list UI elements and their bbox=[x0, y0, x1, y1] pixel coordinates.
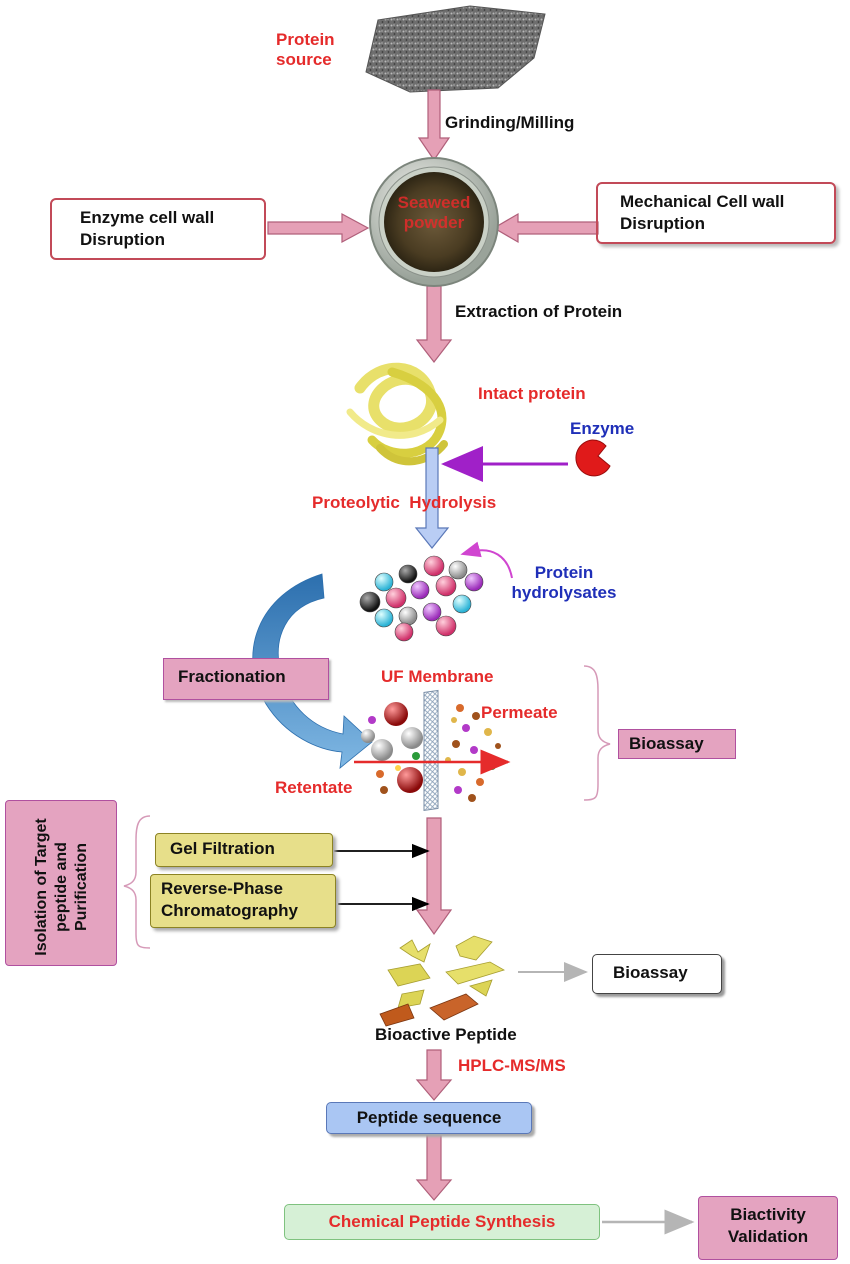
arrow-proteolytic-hydrolysis bbox=[414, 447, 450, 549]
protein-source-rock-image bbox=[365, 5, 546, 93]
isolation-bracket bbox=[123, 815, 151, 949]
arrow-to-synthesis bbox=[415, 1133, 453, 1201]
peptide-sequence-box: Peptide sequence bbox=[326, 1102, 532, 1134]
uf-membrane-label: UF Membrane bbox=[381, 667, 494, 686]
proteolytic-hydrolysis-label: Proteolytic Hydrolysis bbox=[312, 493, 497, 512]
grinding-label: Grinding/Milling bbox=[445, 113, 575, 132]
hydrolysates-pointer bbox=[460, 541, 513, 579]
intact-protein-label: Intact protein bbox=[478, 384, 586, 403]
arrow-to-chromatography bbox=[415, 817, 453, 936]
isolation-label: Isolation of Target peptide and Purifica… bbox=[33, 818, 90, 956]
gel-filtration-box: Gel Filtration bbox=[155, 833, 333, 867]
bioassay-bracket bbox=[583, 665, 611, 801]
retentate-label: Retentate bbox=[275, 778, 353, 797]
enzyme-icon bbox=[575, 439, 611, 477]
extraction-label: Extraction of Protein bbox=[455, 302, 623, 321]
chemical-synthesis-box: Chemical Peptide Synthesis bbox=[284, 1204, 600, 1240]
uf-membrane-image bbox=[354, 689, 511, 811]
bioactive-peptide-label: Bioactive Peptide bbox=[375, 1025, 517, 1044]
enzyme-disruption-box: Enzyme cell wall Disruption bbox=[50, 198, 266, 260]
intact-protein-image bbox=[346, 362, 448, 466]
bioassay-box-2: Bioassay bbox=[592, 954, 722, 994]
permeate-label: Permeate bbox=[481, 703, 558, 722]
fractionation-curved-arrow bbox=[252, 573, 373, 769]
enzyme-label: Enzyme bbox=[570, 419, 635, 438]
seaweed-powder-label: Seaweed powder bbox=[397, 193, 471, 232]
protein-hydrolysates-image bbox=[359, 555, 484, 642]
reverse-phase-box: Reverse-Phase Chromatography bbox=[150, 874, 336, 928]
isolation-box: Isolation of Target peptide and Purifica… bbox=[5, 800, 117, 966]
hplc-label: HPLC-MS/MS bbox=[458, 1056, 566, 1075]
seaweed-powder-dish bbox=[369, 157, 499, 287]
validation-box: Biactivity Validation bbox=[698, 1196, 838, 1260]
protein-source-label: Protein source bbox=[276, 30, 335, 69]
arrow-enzyme-disruption bbox=[267, 212, 370, 244]
mechanical-disruption-box: Mechanical Cell wall Disruption bbox=[596, 182, 836, 244]
arrow-extraction bbox=[415, 285, 453, 363]
arrow-grinding bbox=[417, 89, 451, 162]
bioassay-box-1: Bioassay bbox=[618, 729, 736, 759]
fractionation-box: Fractionation bbox=[163, 658, 329, 700]
arrow-mechanical-disruption bbox=[492, 212, 599, 244]
bioactive-peptide-image bbox=[379, 935, 506, 1027]
protein-hydrolysates-label: Protein hydrolysates bbox=[511, 563, 617, 602]
arrow-hplc bbox=[415, 1049, 453, 1101]
